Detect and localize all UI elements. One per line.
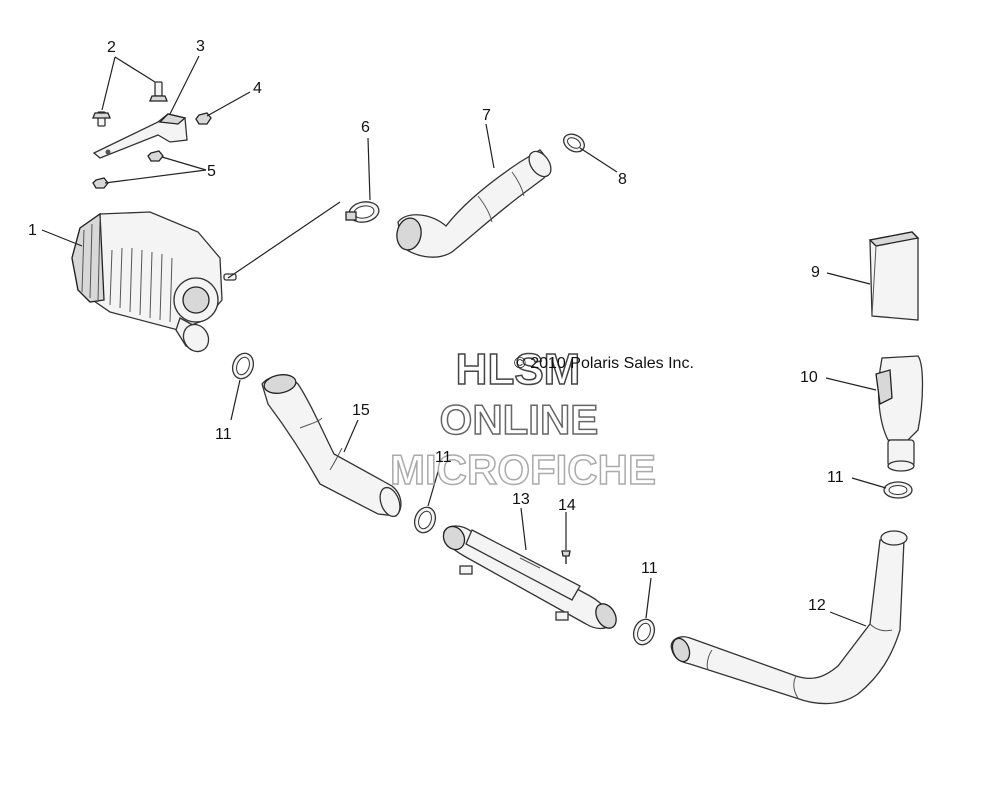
watermark-line-2: ONLINE bbox=[440, 396, 599, 443]
part-5-nuts bbox=[92, 150, 164, 189]
callout-11-a: 11 bbox=[215, 426, 232, 443]
callout-1: 1 bbox=[28, 222, 37, 239]
callout-7: 7 bbox=[482, 107, 491, 124]
callouts: 1 2 3 4 5 6 7 8 9 10 11 11 11 11 12 13 1… bbox=[28, 38, 844, 614]
part-1-air-box bbox=[71, 211, 237, 353]
callout-12: 12 bbox=[808, 597, 826, 614]
watermark: HLSM ONLINE MICROFICHE bbox=[389, 344, 657, 494]
callout-2: 2 bbox=[107, 39, 116, 56]
part-6-clamp bbox=[345, 201, 380, 223]
part-11-clamp-d bbox=[883, 481, 913, 499]
watermark-line-3: MICROFICHE bbox=[390, 446, 656, 493]
part-15-hose bbox=[261, 374, 402, 518]
callout-15: 15 bbox=[352, 402, 370, 419]
callout-10: 10 bbox=[800, 369, 818, 386]
copyright-notice: © 2010 Polaris Sales Inc. bbox=[514, 355, 694, 372]
part-2-bolts bbox=[92, 81, 168, 127]
callout-11-b: 11 bbox=[435, 449, 452, 466]
part-12-hose bbox=[670, 530, 908, 705]
leader-lines bbox=[41, 55, 887, 627]
part-8-clamp bbox=[563, 133, 585, 153]
callout-8: 8 bbox=[618, 171, 627, 188]
callout-13: 13 bbox=[512, 491, 530, 508]
part-11-clamp-c bbox=[632, 618, 656, 646]
watermark-line-1: HLSM bbox=[456, 345, 581, 394]
part-14-screw bbox=[561, 550, 571, 564]
callout-11-d: 11 bbox=[827, 469, 844, 486]
callout-5: 5 bbox=[207, 163, 216, 180]
part-11-clamp-b bbox=[413, 506, 437, 534]
callout-9: 9 bbox=[811, 264, 820, 281]
part-11-clamp-a bbox=[231, 352, 255, 380]
callout-4: 4 bbox=[253, 80, 262, 97]
part-10-intake bbox=[875, 355, 924, 472]
callout-3: 3 bbox=[196, 38, 205, 55]
part-3-bracket bbox=[92, 113, 188, 159]
part-9-block bbox=[868, 231, 920, 321]
callout-14: 14 bbox=[558, 497, 576, 514]
callout-6: 6 bbox=[361, 119, 370, 136]
callout-11-c: 11 bbox=[641, 560, 658, 577]
part-13-cooler bbox=[442, 525, 617, 630]
part-7-hose bbox=[396, 149, 552, 258]
